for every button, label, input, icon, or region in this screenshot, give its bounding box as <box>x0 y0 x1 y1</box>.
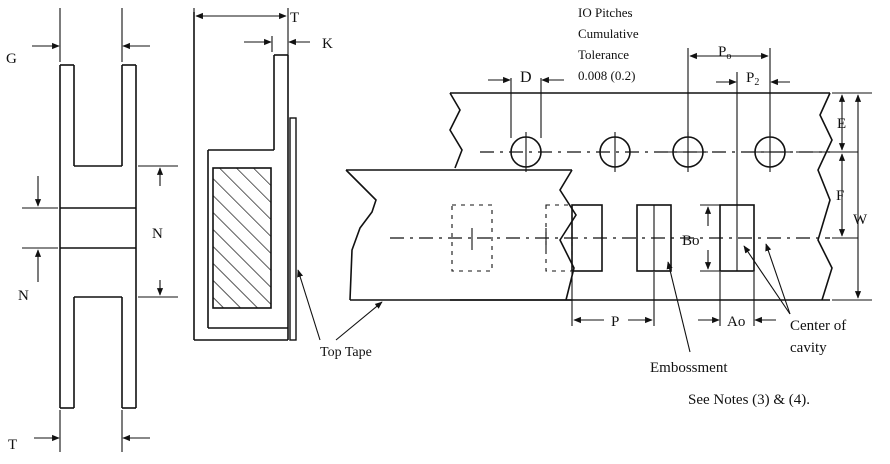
tape-top-view <box>345 92 833 301</box>
see-notes-text: See Notes (3) & (4). <box>688 392 810 408</box>
label-t-bottom: T <box>8 437 17 453</box>
label-p2: P2 <box>746 70 759 88</box>
dim-p: P <box>571 272 655 330</box>
dim-e-f-w: E F W <box>796 92 872 301</box>
label-po-subscript: o <box>726 51 731 62</box>
dim-t-bottom: T <box>8 410 150 453</box>
dim-t-top: T <box>193 8 299 55</box>
pitch-note-line-2: Cumulative <box>578 26 639 41</box>
pitch-note-line-4: 0.008 (0.2) <box>578 68 635 83</box>
label-w: W <box>853 212 868 228</box>
label-f: F <box>836 188 844 204</box>
label-bo: Bo <box>682 233 700 249</box>
label-n-left: N <box>18 288 29 304</box>
label-ao: Ao <box>727 314 745 330</box>
dim-d: D <box>488 69 564 138</box>
label-center-line-1: Center of <box>790 318 846 334</box>
label-e: E <box>837 116 846 132</box>
dim-bo: Bo <box>682 204 720 272</box>
pitch-note-line-1: IO Pitches <box>578 5 633 20</box>
label-embossment: Embossment <box>650 360 728 376</box>
dim-p2: P2 <box>716 70 790 205</box>
embossment-callout: Embossment <box>650 261 728 376</box>
label-top-tape: Top Tape <box>320 345 372 360</box>
dim-n-left: N <box>18 176 58 304</box>
pitch-note-line-3: Tolerance <box>578 47 629 62</box>
tape-cross-section <box>193 12 297 341</box>
label-g: G <box>6 51 17 67</box>
dim-ao: Ao <box>698 272 776 330</box>
label-po: Po <box>718 44 731 62</box>
label-p: P <box>611 314 619 330</box>
reel-cross-section <box>59 64 137 409</box>
label-d: D <box>520 69 532 86</box>
dim-po: Po <box>687 44 771 136</box>
pitch-tolerance-note: IO Pitches Cumulative Tolerance 0.008 (0… <box>578 5 639 83</box>
label-k: K <box>322 36 333 52</box>
top-tape-strip <box>289 117 297 341</box>
label-t-top: T <box>290 10 299 26</box>
dim-n-right: N <box>138 165 178 298</box>
center-of-cavity-callout: Center of cavity <box>743 243 846 356</box>
label-n-right: N <box>152 226 163 242</box>
dim-k: K <box>244 36 333 52</box>
label-p2-subscript: 2 <box>754 77 759 88</box>
label-center-line-2: cavity <box>790 340 827 356</box>
hidden-pockets <box>451 204 573 272</box>
top-tape-callout: Top Tape <box>297 269 383 360</box>
sprocket-holes <box>510 132 790 172</box>
component-hatched <box>212 167 272 309</box>
dim-g: G <box>6 8 150 67</box>
